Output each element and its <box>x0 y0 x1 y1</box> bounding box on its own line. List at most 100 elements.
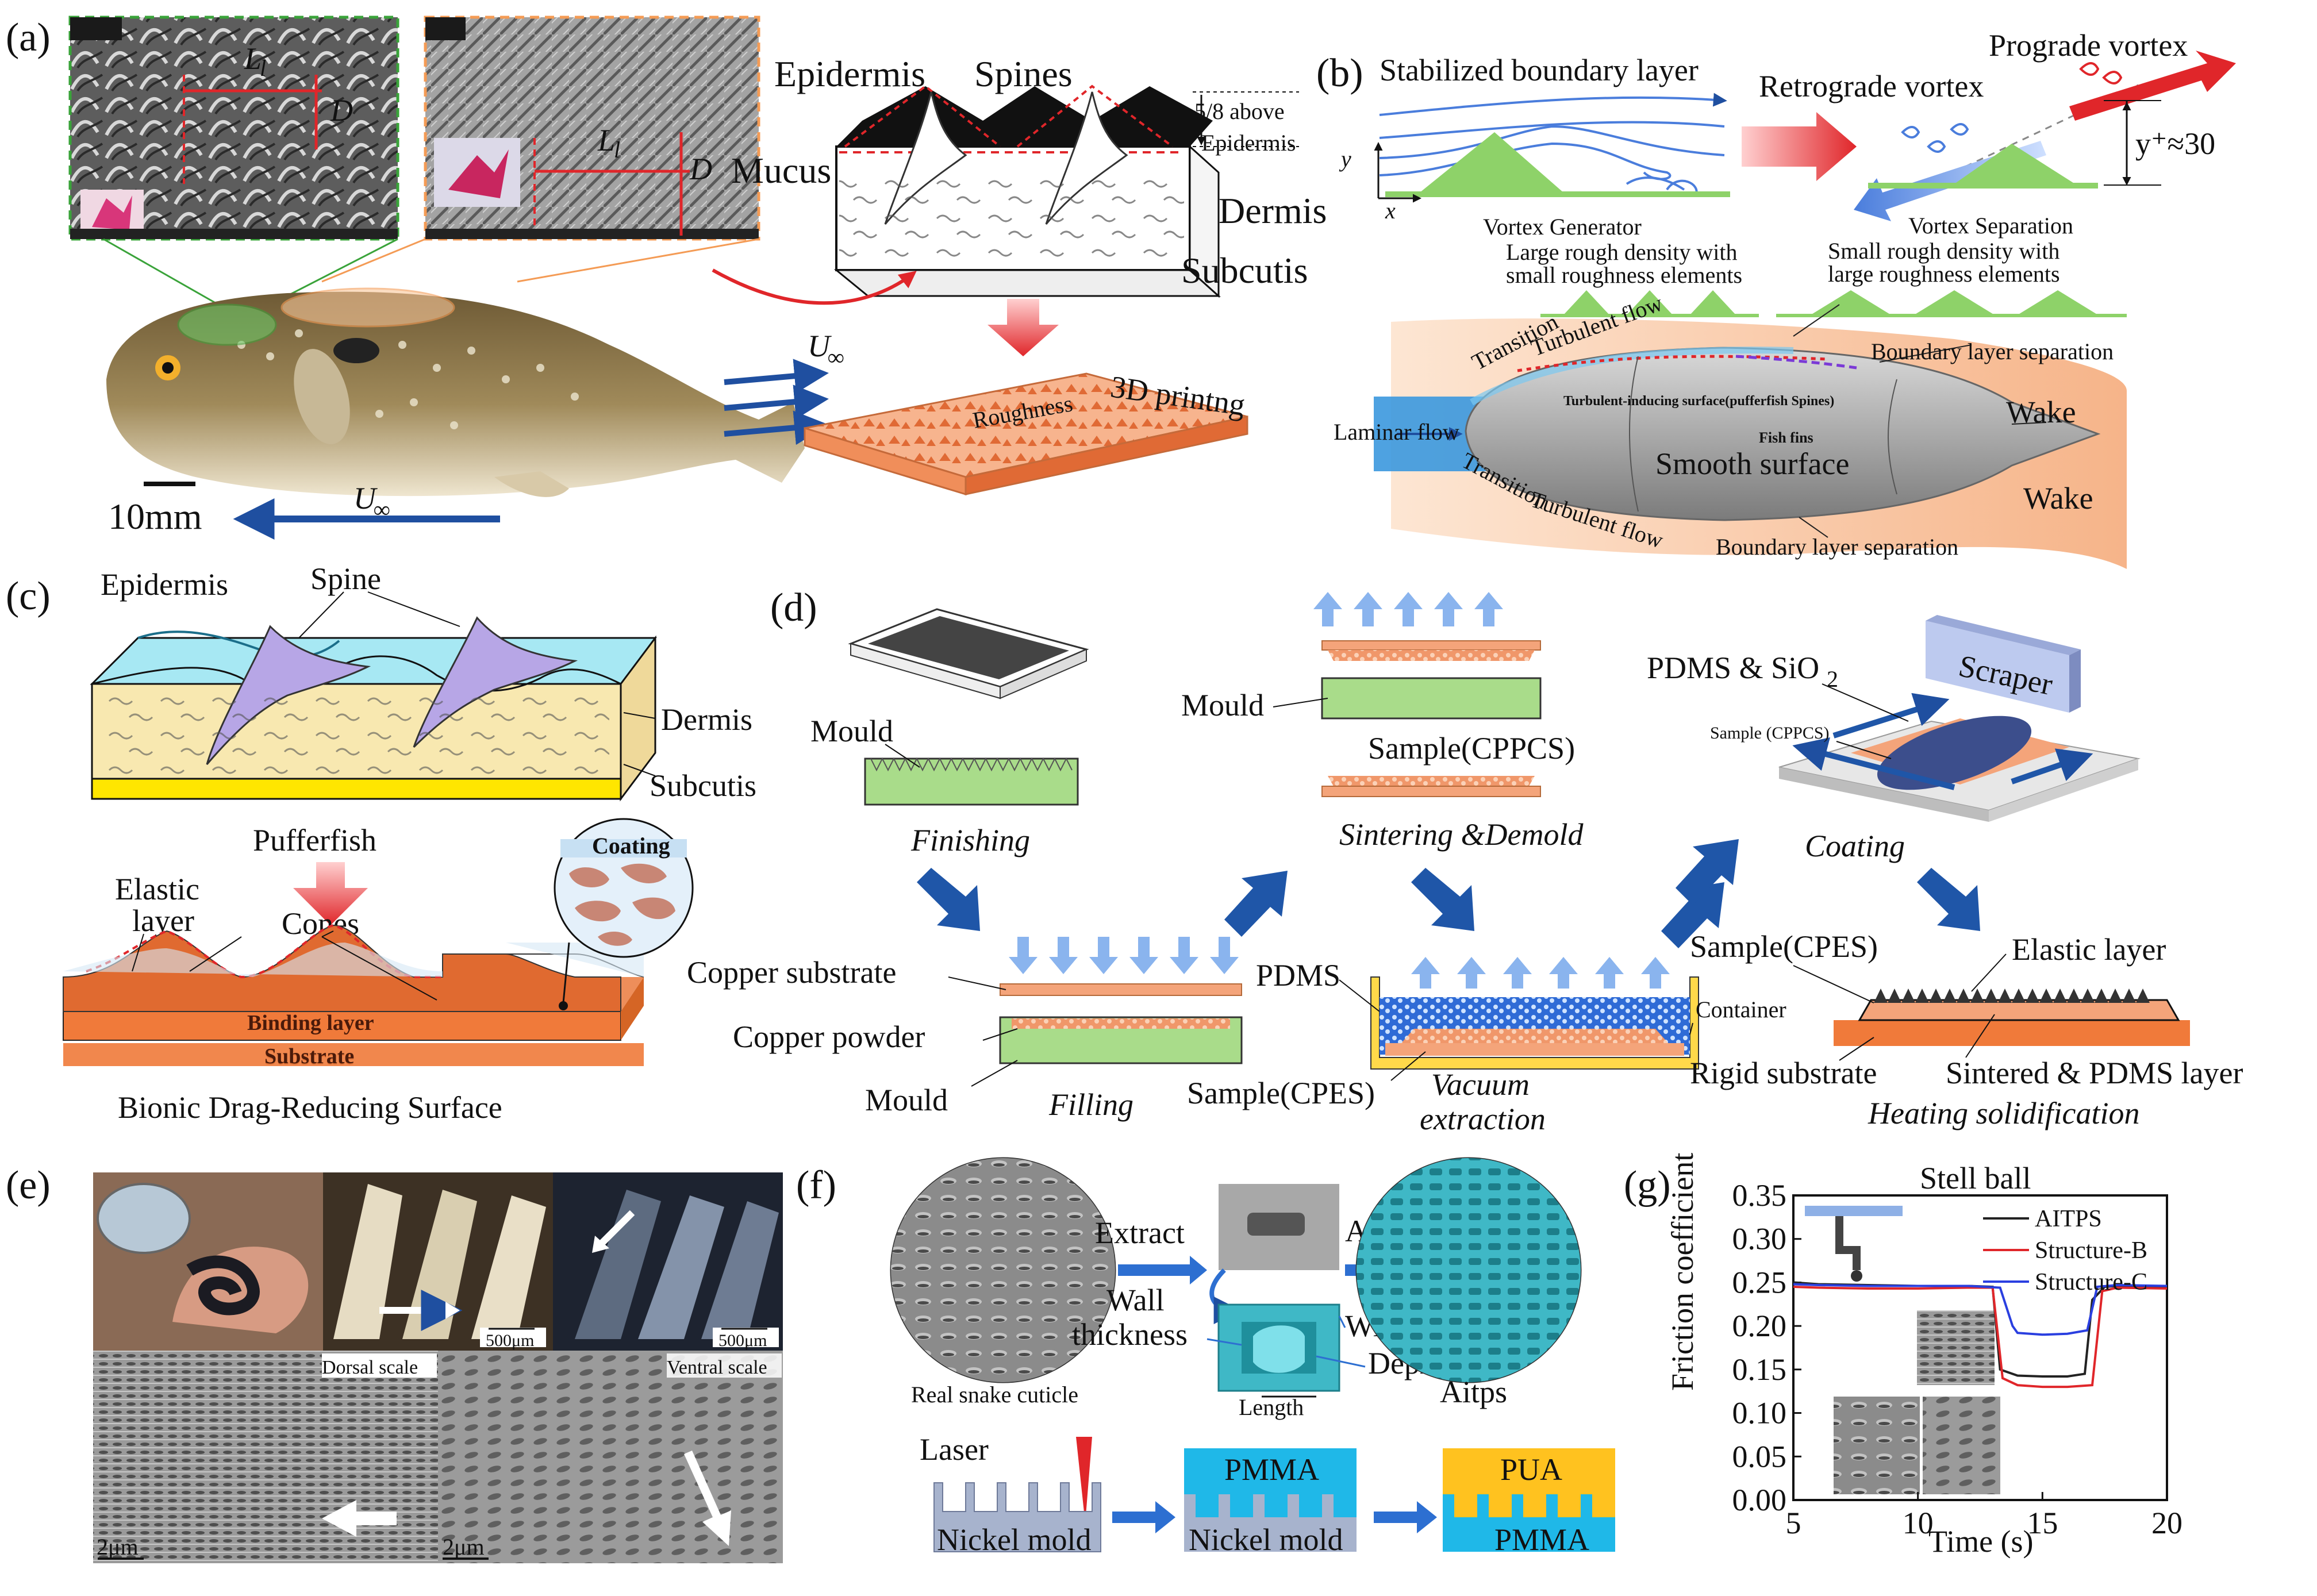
label-mucus-a: Mucus <box>731 150 831 191</box>
pua-on-pmma <box>1443 1448 1615 1552</box>
chart-insets <box>1805 1206 2000 1494</box>
panel-b: (b) Stabilized boundary layer y x Retrog… <box>1316 28 2236 569</box>
pmma-on-nickel <box>1184 1448 1357 1552</box>
chart-xtick-label: 5 <box>1786 1506 1801 1540</box>
chart-xtick-label: 15 <box>2027 1506 2058 1540</box>
aitps-array-image <box>1357 1158 1581 1382</box>
chart-legend-label: Structure-C <box>2035 1269 2147 1295</box>
label-sample-cppcs: Sample(CPPCS) <box>1368 731 1575 766</box>
label-filling: Filling <box>1048 1087 1133 1122</box>
printed-roughness-plate <box>804 372 1248 496</box>
label-small-rough-1: Small rough density with <box>1828 238 2059 264</box>
vacuum-stage <box>1370 957 1699 1070</box>
label-pmma-2: PMMA <box>1494 1522 1589 1557</box>
label-epidermis-c: Epidermis <box>101 567 228 602</box>
streamlines-b <box>1379 93 1727 196</box>
label-vacuum: Vacuum <box>1431 1067 1530 1102</box>
label-sintering: Sintering &Demold <box>1339 817 1584 852</box>
fish-flow-sub: ∞ <box>374 497 390 522</box>
chart-ytick-label: 0.35 <box>1732 1178 1787 1213</box>
panel-f: (f) Real snake cuticle Extract Wall thic… <box>796 1157 1615 1557</box>
inset-structure-sem <box>1917 1310 1995 1385</box>
label-sample-cppcs-small: Sample (CPPCS) <box>1710 724 1830 743</box>
panel-d: (d) Mould Finishing Copper substrat <box>687 586 2243 1136</box>
label-spines-a: Spines <box>974 53 1073 94</box>
label-sample-cpes-1: Sample(CPES) <box>1187 1076 1375 1110</box>
label-extraction: extraction <box>1420 1102 1546 1136</box>
chart-xlabel: Time (s) <box>1928 1524 2034 1559</box>
sem-image-head-scales: L l D <box>68 16 399 241</box>
sem-image-back-scales: L l D <box>424 16 760 241</box>
label-subcutis-a: Subcutis <box>1181 250 1308 291</box>
label-pmma-1: PMMA <box>1224 1452 1319 1487</box>
laser-beam <box>1076 1437 1092 1523</box>
label-pua: PUA <box>1500 1452 1562 1487</box>
label-stabilized-boundary: Stabilized boundary layer <box>1380 53 1699 87</box>
coating-stage <box>1778 615 2141 822</box>
label-fish-fins: Fish fins <box>1759 429 1813 446</box>
chart-plot-frame <box>1792 1194 2168 1501</box>
panel-a: (a) L l D L l <box>6 16 1327 540</box>
label-pdms-sio2-sub: 2 <box>1827 666 1838 692</box>
label-coating-c: Coating <box>592 833 670 859</box>
sem2-label-L: L <box>597 123 615 157</box>
axis-y-b: y <box>1339 146 1351 172</box>
label-bionic-caption: Bionic Drag-Reducing Surface <box>118 1090 502 1125</box>
label-nickel-mold-1: Nickel mold <box>937 1522 1091 1557</box>
label-large-rough-2: small roughness elements <box>1506 262 1742 288</box>
snake-hand-photo <box>93 1172 323 1351</box>
label-dermis-a: Dermis <box>1219 190 1327 231</box>
axis-x-b: x <box>1385 198 1396 224</box>
label-sample-cpes-2: Sample(CPES) <box>1690 929 1878 964</box>
label-wake-bottom: Wake <box>2023 481 2093 516</box>
label-retrograde: Retrograde vortex <box>1759 69 1984 103</box>
panel-g-letter: (g) <box>1624 1163 1671 1207</box>
label-mould-3: Mould <box>1181 688 1264 722</box>
label-copper-substrate: Copper substrate <box>687 955 896 990</box>
panel-e: (e) 500μm 500μm <box>6 1163 783 1563</box>
sintering-stage <box>1313 592 1503 626</box>
label-mould-2: Mould <box>865 1083 948 1117</box>
vortex-icons <box>1901 62 2123 153</box>
dorsal-sem <box>93 1351 438 1563</box>
heating-stage <box>1834 989 2190 1046</box>
label-mould-1: Mould <box>810 714 893 748</box>
label-copper-powder: Copper powder <box>733 1020 925 1054</box>
chart-ytick-label: 0.05 <box>1732 1439 1787 1474</box>
label-prograde: Prograde vortex <box>1989 28 2188 63</box>
filling-stage <box>1009 937 1239 974</box>
label-container: Container <box>1696 997 1786 1022</box>
label-extract: Extract <box>1095 1216 1185 1250</box>
label-elastic: Elastic <box>115 872 199 906</box>
chart-series-line-1 <box>1793 1286 2168 1389</box>
label-length: Length <box>1239 1394 1304 1420</box>
label-heating: Heating solidification <box>1868 1096 2139 1130</box>
label-large-rough-1: Large rough density with <box>1506 239 1738 265</box>
chart-series <box>1793 1281 2168 1389</box>
bionic-surface-c <box>63 818 694 1041</box>
label-epidermis-note: Epidermis <box>1201 130 1296 156</box>
label-rigid-substrate: Rigid substrate <box>1690 1056 1877 1090</box>
mould-finishing <box>864 744 1079 806</box>
dorsal-scale-photo <box>323 1172 553 1351</box>
mould-tray <box>848 608 1089 699</box>
panel-c: (c) Epidermis Spine Dermis Subcutis Puff… <box>6 562 756 1125</box>
sem1-label-l: l <box>260 55 266 81</box>
panel-c-letter: (c) <box>6 574 51 618</box>
chart-series-line-2 <box>1793 1283 2168 1336</box>
chart-ytick-label: 0.30 <box>1732 1222 1787 1256</box>
panel-b-letter: (b) <box>1316 51 1363 95</box>
sem2-label-l: l <box>614 137 620 163</box>
label-sintered-pdms: Sintered & PDMS layer <box>1946 1056 2243 1090</box>
inset-structure-c <box>1923 1397 2000 1494</box>
label-pdms-sio2: PDMS & SiO <box>1647 651 1819 685</box>
label-laser: Laser <box>920 1432 989 1467</box>
label-small-rough-2: large roughness elements <box>1828 261 2060 287</box>
label-ventral-scale: Ventral scale <box>667 1357 767 1378</box>
chart-legend-label: AITPS <box>2035 1206 2102 1232</box>
real-snake-cuticle-image <box>891 1158 1115 1382</box>
flow-arrows-a <box>724 359 829 445</box>
panel-f-letter: (f) <box>796 1163 836 1207</box>
